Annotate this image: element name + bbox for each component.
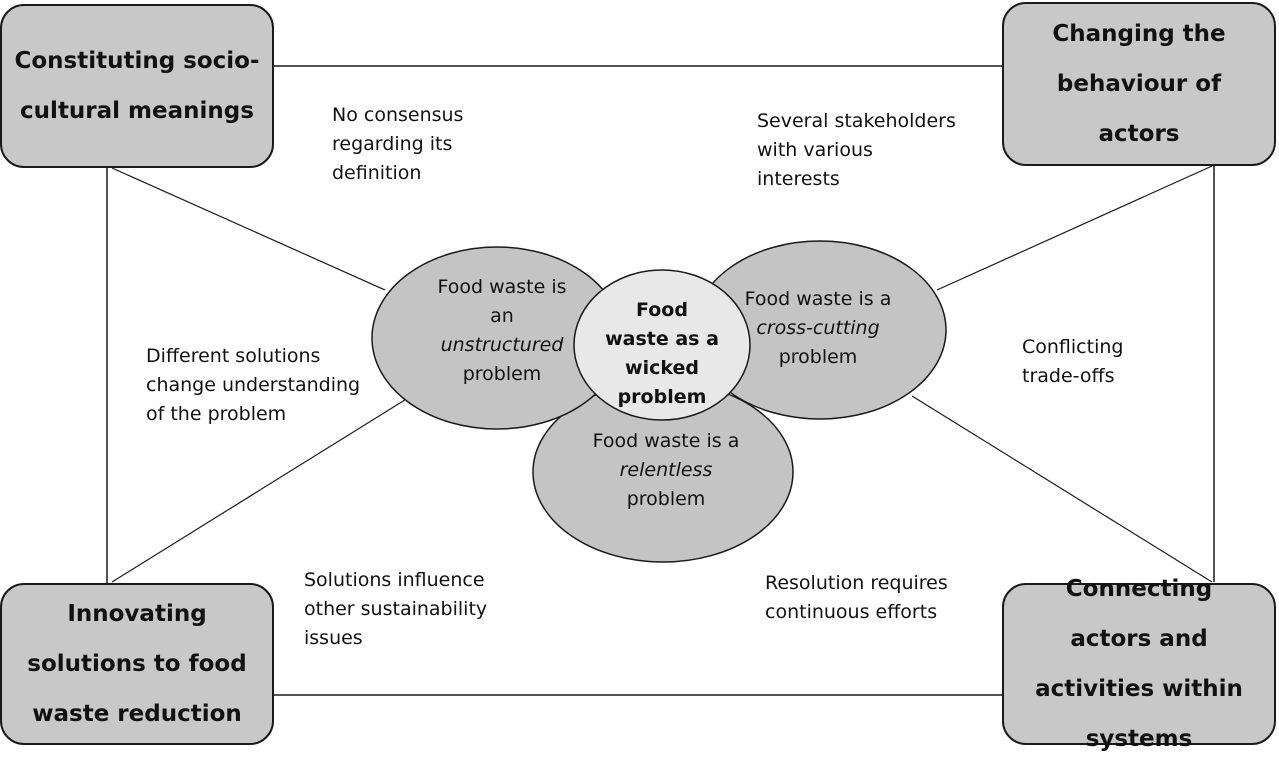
bubble-right-text: Food waste is a cross-cutting problem xyxy=(738,285,898,372)
corner-label-top-left: Constituting socio-cultural meanings xyxy=(14,48,260,124)
diagonal-bottom-right xyxy=(911,395,1213,583)
bubble-bottom-emphasis: relentless xyxy=(619,459,713,481)
center-label: Food waste as a wicked problem xyxy=(605,299,719,408)
note-bottom-right: Resolution requires continuous efforts xyxy=(765,572,948,623)
corner-label-top-right: Changing the behaviour of actors xyxy=(1052,21,1226,147)
diagonal-bottom-left xyxy=(111,397,409,583)
note-right: Conflicting trade-offs xyxy=(1022,336,1124,387)
bubble-right-prefix: Food waste is a xyxy=(744,288,892,310)
corner-label-bottom-left: Innovating solutions to food waste reduc… xyxy=(27,601,247,727)
note-bottom-left: Solutions influence other sustainability… xyxy=(304,569,488,649)
bubble-left-prefix: Food waste is an xyxy=(437,276,567,327)
corner-box-top-right: Changing the behaviour of actors xyxy=(1002,2,1276,166)
bubble-left-emphasis: unstructured xyxy=(440,334,564,356)
bubble-bottom-text: Food waste is a relentless problem xyxy=(581,427,751,514)
diagonal-top-right xyxy=(936,165,1213,291)
connector-lines xyxy=(106,65,1215,696)
bubble-right-emphasis: cross-cutting xyxy=(756,317,880,339)
bubble-bottom-prefix: Food waste is a xyxy=(592,430,740,452)
diagonal-top-left xyxy=(111,167,386,291)
note-top-left: No consensus regarding its definition xyxy=(332,104,464,184)
corner-box-bottom-left: Innovating solutions to food waste reduc… xyxy=(0,583,274,745)
ellipse-center-wicked xyxy=(573,269,751,421)
diagram-canvas: Constituting socio-cultural meanings Cha… xyxy=(0,2,1276,752)
note-left: Different solutions change understanding… xyxy=(146,345,361,425)
corner-box-top-left: Constituting socio-cultural meanings xyxy=(0,4,274,168)
bubble-right-suffix: problem xyxy=(778,346,858,368)
corner-label-bottom-right: Connecting actors and activities within … xyxy=(1035,576,1243,752)
bubble-left-text: Food waste is an unstructured problem xyxy=(417,273,587,389)
bubble-left-suffix: problem xyxy=(462,363,542,385)
corner-box-bottom-right: Connecting actors and activities within … xyxy=(1002,576,1276,752)
note-top-right: Several stakeholders with various intere… xyxy=(757,110,956,190)
bubble-bottom-suffix: problem xyxy=(626,488,706,510)
